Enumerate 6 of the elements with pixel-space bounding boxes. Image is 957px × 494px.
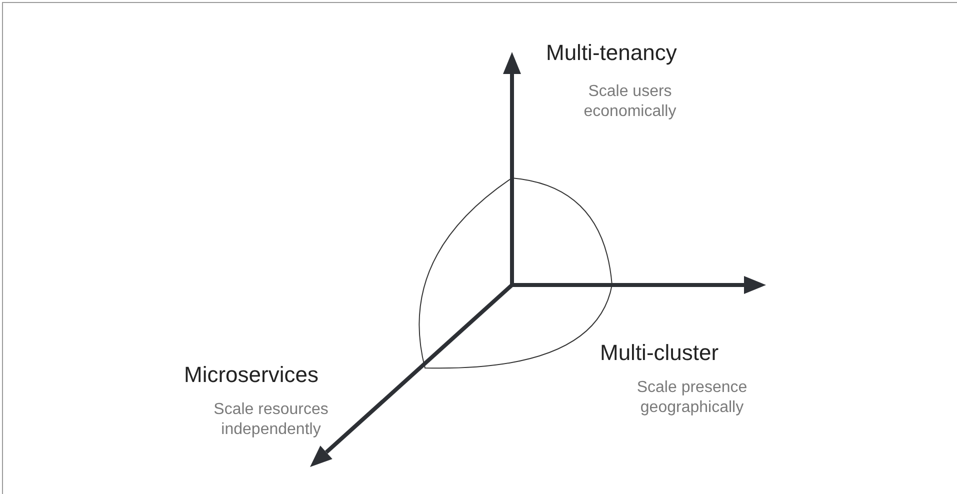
axis-title: Microservices <box>184 362 318 388</box>
axis-description: Scale resources independently <box>212 400 330 440</box>
axis-title: Multi-tenancy <box>546 40 677 66</box>
axis-title: Multi-cluster <box>600 340 719 366</box>
axis-description: Scale presence geographically <box>636 378 748 418</box>
axis-description: Scale users economically <box>582 82 678 122</box>
